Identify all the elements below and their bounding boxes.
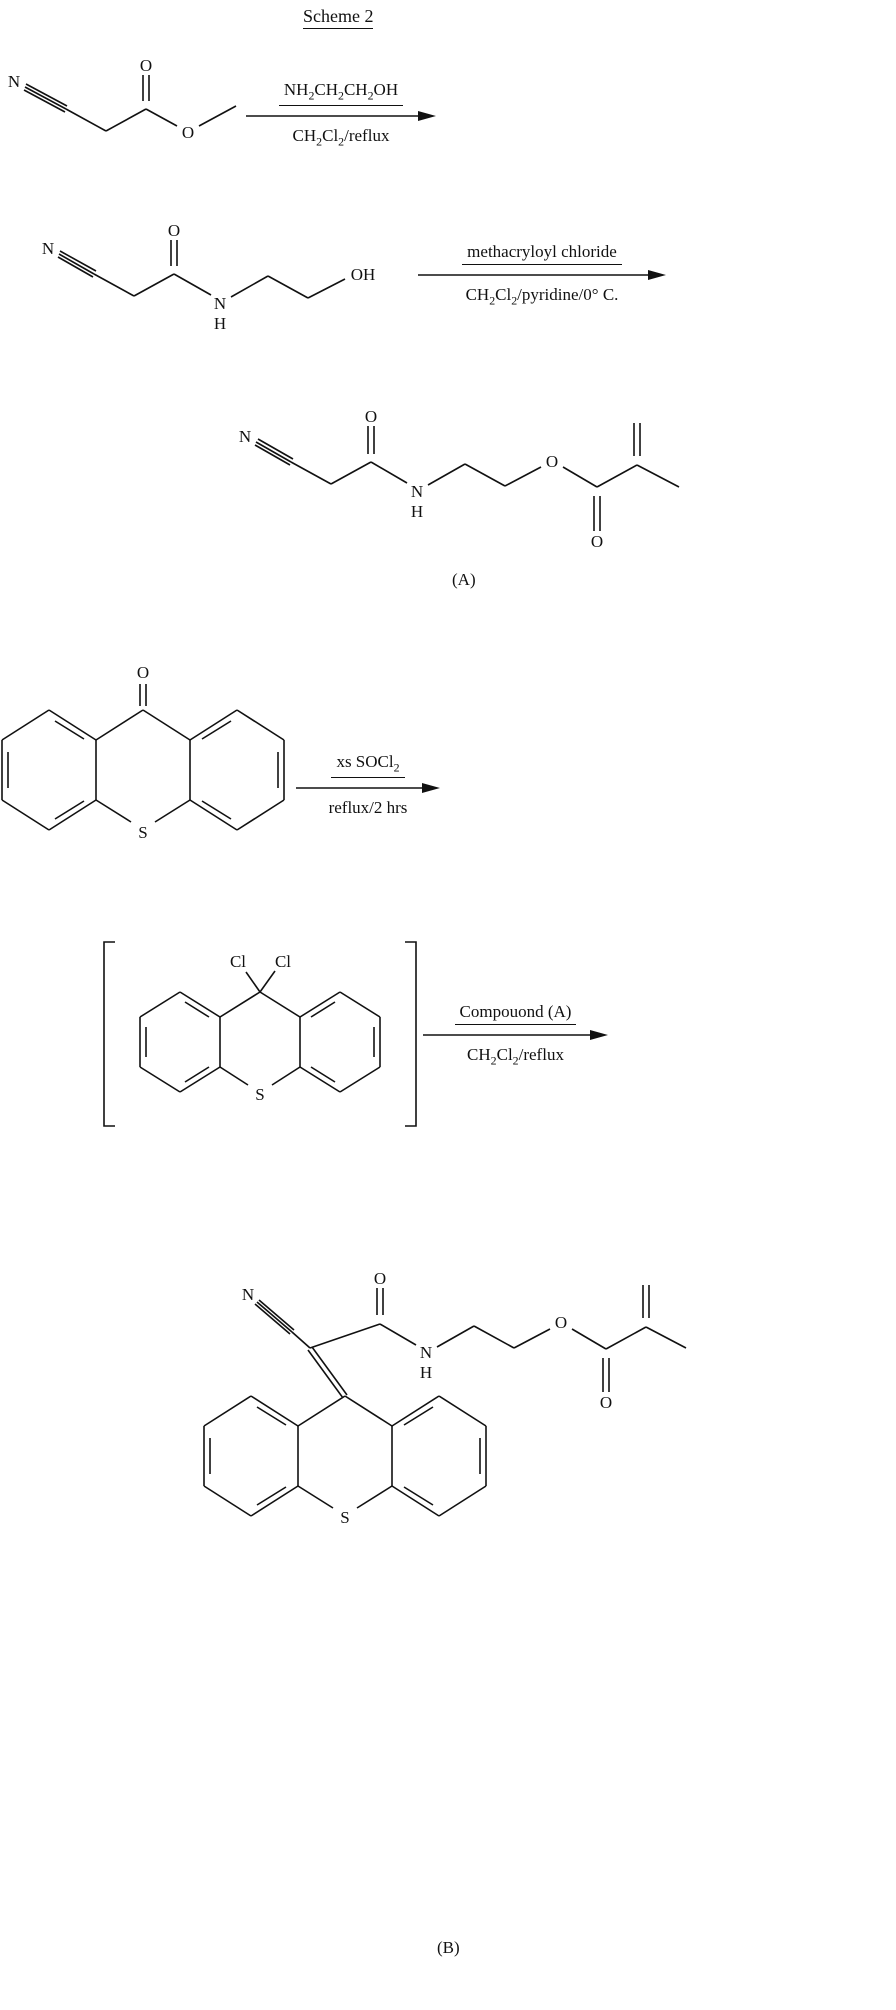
right-arrow-icon xyxy=(423,1030,608,1040)
atom-label-oh: OH xyxy=(351,265,376,284)
structure-thioxanthone: O S xyxy=(1,663,285,842)
reaction-arrow-4: Compouond (A) CH2Cl2/reflux xyxy=(423,1002,608,1068)
arrow-reagent-above: NH2CH2CH2OH xyxy=(278,80,404,107)
atom-label-o: O xyxy=(374,1269,386,1288)
atom-label-cl: Cl xyxy=(230,952,246,971)
structure-dichlorothioxanthene-intermediate: Cl Cl S xyxy=(103,941,417,1127)
scheme-title: Scheme 2 xyxy=(303,6,374,29)
atom-label-cl: Cl xyxy=(275,952,291,971)
atom-label-h: H xyxy=(411,502,423,521)
reaction-arrow-2: methacryloyl chloride CH2Cl2/pyridine/0°… xyxy=(418,242,666,308)
atom-label-n: N xyxy=(214,294,226,313)
atom-label-n: N xyxy=(42,239,54,258)
atom-label-n: N xyxy=(411,482,423,501)
arrow-conditions-below: CH2Cl2/reflux xyxy=(292,126,390,149)
atom-label-o: O xyxy=(168,221,180,240)
atom-label-o: O xyxy=(365,407,377,426)
arrow-conditions-below: CH2Cl2/pyridine/0° C. xyxy=(465,285,619,308)
atom-label-n: N xyxy=(8,72,20,91)
atom-label-s: S xyxy=(255,1085,264,1104)
structure-compound-b: N O N H O O S xyxy=(203,1269,687,1527)
reaction-arrow-1: NH2CH2CH2OH CH2Cl2/reflux xyxy=(246,80,436,150)
arrow-reagent-above: methacryloyl chloride xyxy=(462,242,622,265)
atom-label-s: S xyxy=(340,1508,349,1527)
compound-b-label: (B) xyxy=(437,1938,460,1957)
atom-label-o: O xyxy=(600,1393,612,1412)
atom-label-o: O xyxy=(182,123,194,142)
arrow-conditions-below: reflux/2 hrs xyxy=(328,798,408,818)
atom-label-h: H xyxy=(214,314,226,333)
atom-label-o: O xyxy=(591,532,603,551)
structure-compound-a: N O N H O O xyxy=(239,407,680,551)
right-bracket xyxy=(405,941,417,1127)
atom-label-o: O xyxy=(137,663,149,682)
bond-lines xyxy=(203,1285,687,1517)
atom-label-o: O xyxy=(555,1313,567,1332)
atom-label-n: N xyxy=(239,427,251,446)
reaction-arrow-3: xs SOCl2 reflux/2 hrs xyxy=(296,752,440,818)
right-arrow-icon xyxy=(246,111,436,122)
atom-label-n: N xyxy=(242,1285,254,1304)
right-arrow-icon xyxy=(418,270,666,280)
compound-a-label: (A) xyxy=(452,570,476,589)
bond-lines xyxy=(254,423,680,531)
arrow-conditions-below: CH2Cl2/reflux xyxy=(467,1045,564,1068)
structure-cyanoacetamide-ethanol: N O N H OH xyxy=(42,221,376,333)
atom-label-s: S xyxy=(138,823,147,842)
right-arrow-icon xyxy=(296,783,440,794)
atom-label-n: N xyxy=(420,1343,432,1362)
arrow-reagent-above: Compouond (A) xyxy=(454,1002,577,1025)
atom-label-h: H xyxy=(420,1363,432,1382)
atom-label-o: O xyxy=(140,56,152,75)
structure-methyl-cyanoacetate: N O O xyxy=(8,56,237,142)
arrow-reagent-above: xs SOCl2 xyxy=(331,752,405,779)
left-bracket xyxy=(103,941,115,1127)
atom-label-o: O xyxy=(546,452,558,471)
bond-lines xyxy=(57,240,346,299)
bond-lines xyxy=(139,970,381,1093)
bond-lines xyxy=(23,75,237,132)
bond-lines xyxy=(1,684,285,831)
